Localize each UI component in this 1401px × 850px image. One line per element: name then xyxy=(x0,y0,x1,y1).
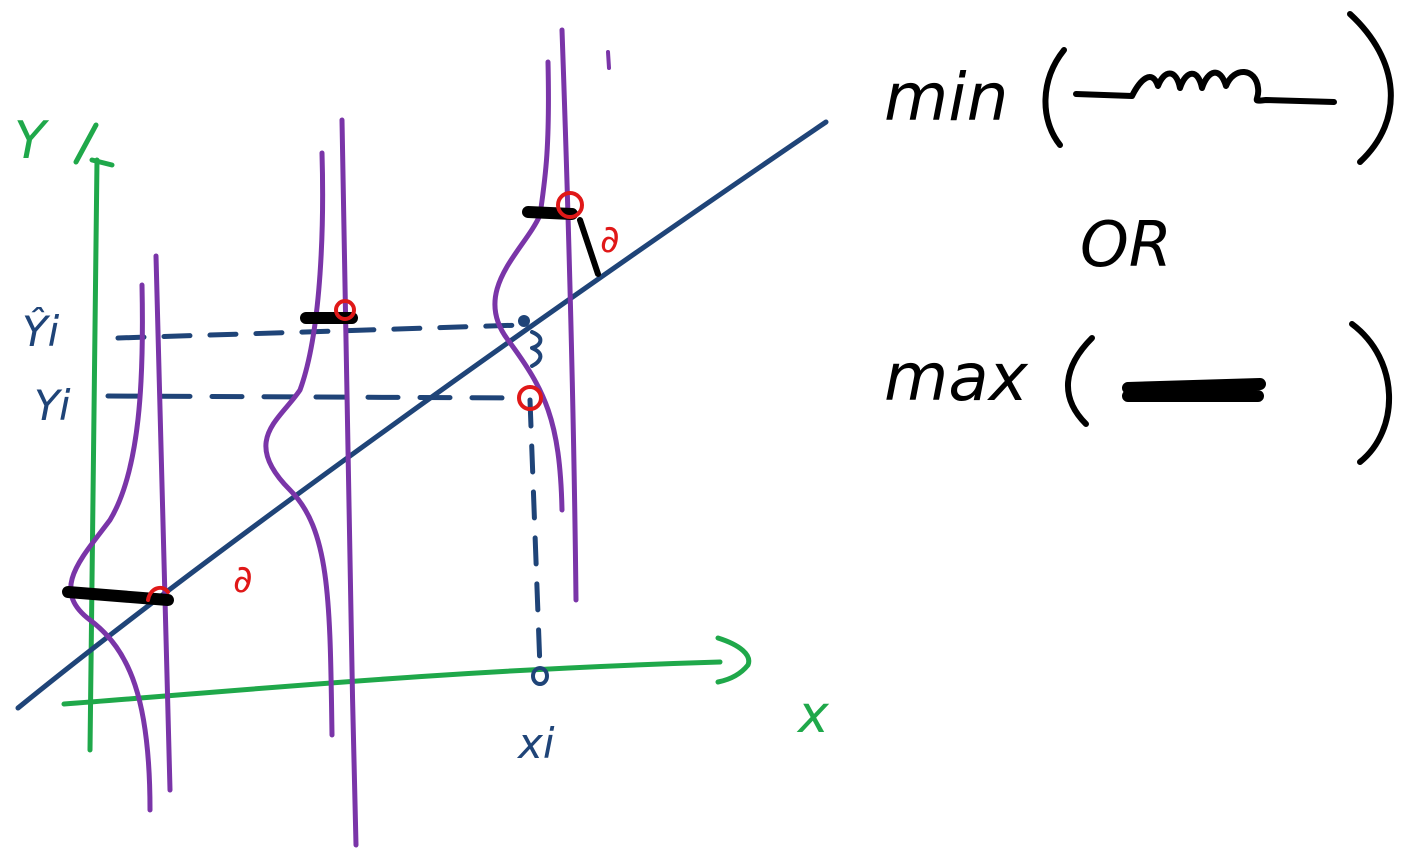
regression-line xyxy=(15,119,829,711)
or-word: OR xyxy=(1080,208,1172,281)
residual-circle-3 xyxy=(556,191,584,219)
residual-segment xyxy=(577,217,601,277)
residual-mark-1: ∂ xyxy=(233,557,253,601)
residual-circle-1 xyxy=(146,585,170,602)
density-spine-1 xyxy=(153,253,173,793)
residual-mark-2: ∂ xyxy=(600,217,620,261)
density-curve-2 xyxy=(263,150,335,738)
y-obs-guide xyxy=(105,393,523,401)
y-hat-label: Ŷi xyxy=(22,306,60,356)
x-axis xyxy=(61,659,723,707)
min-close-paren xyxy=(1347,11,1394,165)
x-axis-arrowhead xyxy=(715,635,752,685)
min-squiggle xyxy=(1073,69,1337,105)
density-curve-3 xyxy=(492,59,565,513)
y-obs-label: Yi xyxy=(34,381,71,430)
max-blob xyxy=(1122,378,1266,402)
density-tick xyxy=(606,50,611,70)
x-i-guide xyxy=(527,397,543,671)
density-spine-2 xyxy=(339,117,359,848)
likelihood-bar-1 xyxy=(62,586,174,606)
x-i-label: xi xyxy=(516,719,555,768)
objective-notes: min OR max xyxy=(884,11,1394,465)
max-close-paren xyxy=(1349,321,1392,465)
x-i-point xyxy=(531,666,549,686)
density-curve-1 xyxy=(68,282,153,813)
min-open-paren xyxy=(1042,47,1067,148)
density-spine-3 xyxy=(559,27,579,603)
point-labels: Ŷi Yi xi xyxy=(22,306,555,768)
max-open-paren xyxy=(1065,335,1095,427)
likelihood-marks xyxy=(62,206,601,606)
y-axis-arrowhead xyxy=(73,122,115,168)
y-hat-guide xyxy=(115,322,525,341)
guide-lines xyxy=(105,322,543,671)
likelihood-bar-3 xyxy=(522,206,578,220)
min-word: min xyxy=(884,59,1008,136)
residual-circle-2 xyxy=(334,299,356,321)
residual-markers: ∂ ∂ xyxy=(146,191,620,602)
density-curves xyxy=(68,27,611,848)
y-axis-label: Y xyxy=(14,111,50,171)
x-axis-label: x xyxy=(796,685,830,745)
vertical-gap-brace xyxy=(530,330,543,368)
observed-point xyxy=(517,385,543,411)
y-axis xyxy=(87,157,100,753)
axes: Y x xyxy=(14,111,830,753)
fitted-point xyxy=(518,315,530,327)
max-word: max xyxy=(884,339,1029,416)
